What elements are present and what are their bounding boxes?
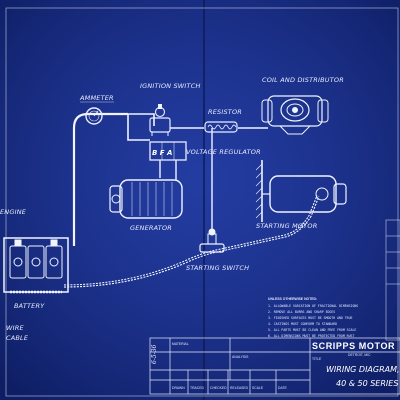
title-label: TITLE	[312, 357, 322, 361]
company-location: DETROIT, MIC	[348, 353, 371, 357]
title-block	[149, 337, 400, 395]
voltage-regulator	[149, 141, 187, 161]
notes-block: UNLESS OTHERWISE NOTED: 1. ALLOWABLE VAR…	[268, 297, 358, 338]
starting-switch-label: STARTING SWITCH	[186, 264, 249, 272]
note-1: 1. ALLOWABLE VARIATION OF FRACTIONAL DIM…	[268, 304, 358, 308]
drawing-title-line2: 40 & 50 SERIES	[336, 379, 398, 388]
notes-heading: UNLESS OTHERWISE NOTED:	[268, 297, 317, 301]
battery-cable-core	[63, 195, 319, 287]
coil-and-distributor	[261, 95, 329, 135]
note-5: 5. ALL PARTS MUST BE CLEAN AND FREE FROM…	[268, 328, 356, 332]
regulator-terminals: B F A	[152, 149, 172, 157]
material-label: MATERIAL	[172, 342, 189, 346]
engine-label: ENGINE	[0, 208, 27, 216]
resistor	[204, 121, 238, 133]
starting-motor	[255, 160, 347, 222]
drawing-title-line1: WIRING DIAGRAM, V	[326, 365, 400, 374]
voltage-regulator-label: VOLTAGE REGULATOR	[186, 148, 261, 156]
note-6: 6. ALL DIMENSIONS MUST BE PROTECTED FROM…	[268, 334, 354, 338]
ammeter-label: AMMETER	[79, 94, 114, 102]
ignition-switch-label: IGNITION SWITCH	[140, 82, 201, 90]
coil-distributor-label: COIL AND DISTRIBUTOR	[262, 76, 344, 84]
drawn-label: DRAWN	[172, 386, 185, 390]
analysis-label: ANALYSIS	[232, 355, 249, 359]
date-value: 6-5-36	[151, 344, 158, 364]
battery-label: BATTERY	[14, 302, 45, 310]
note-2: 2. REMOVE ALL BURRS AND SHARP EDGES	[268, 310, 335, 314]
revision-table	[385, 219, 400, 341]
starting-motor-label: STARTING MOTOR	[256, 222, 317, 230]
traced-label: TRACED	[190, 386, 204, 390]
released-label: RELEASED	[230, 386, 249, 390]
cable-label: CABLE	[6, 334, 29, 342]
sheet-border	[5, 7, 399, 397]
generator-label: GENERATOR	[130, 224, 172, 232]
ignition-switch	[149, 104, 171, 136]
note-3: 3. FINISHED SURFACES MUST BE SMOOTH AND …	[268, 316, 353, 320]
note-4: 4. CASTINGS MUST CONFORM TO STANDARD	[268, 322, 337, 326]
generator	[109, 179, 183, 219]
wire-ammeter-ignition	[128, 113, 155, 126]
battery	[3, 237, 69, 293]
wire-label: WIRE	[6, 324, 24, 332]
ammeter	[85, 107, 103, 125]
scale-label: SCALE	[252, 386, 264, 390]
wire-ammeter-regulator	[127, 114, 150, 141]
wire-battery-ammeter	[72, 112, 128, 246]
wiring	[72, 112, 268, 246]
starting-switch	[199, 228, 225, 253]
date-label: DATE	[278, 386, 288, 390]
company-name: SCRIPPS MOTOR	[312, 341, 395, 351]
checked-label: CHECKED	[210, 386, 227, 390]
resistor-label: RESISTOR	[208, 108, 242, 116]
